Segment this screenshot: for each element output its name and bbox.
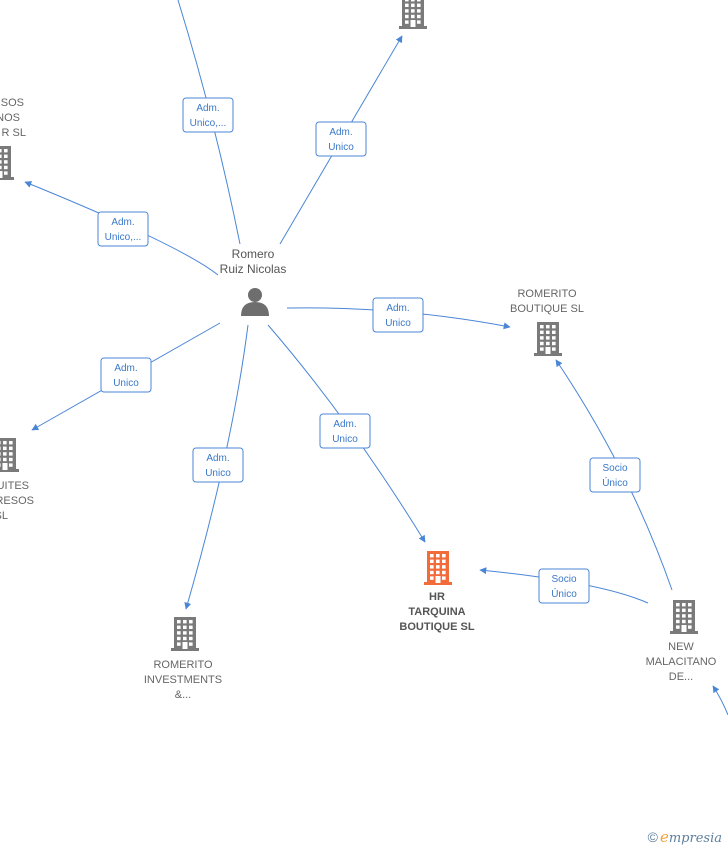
node-romerito-investments[interactable]: ROMERITO INVESTMENTS &...: [144, 617, 222, 701]
edge-label-text-line: Único: [551, 587, 577, 600]
building-icon[interactable]: [399, 0, 427, 29]
node-label-romerito-investments-line: INVESTMENTS: [144, 674, 222, 686]
edge-label-text-line: Adm.: [114, 363, 137, 374]
edge-label-text: Adm. Unico: [328, 127, 354, 153]
node-label-left-mid: UITES RESOS SL: [0, 480, 34, 522]
edge-label-text-line: Unico: [205, 468, 231, 479]
building-icon[interactable]: [670, 600, 698, 634]
node-label-romerito-boutique-line: BOUTIQUE SL: [510, 303, 584, 315]
edge-label-box: [97, 211, 149, 247]
building-icon[interactable]: [0, 438, 19, 472]
node-label-romerito-investments: ROMERITO INVESTMENTS &...: [144, 659, 222, 701]
edge-to-left-top: [24, 181, 219, 276]
node-label-romerito-investments-line: ROMERITO: [153, 659, 213, 671]
edge-label-to-left-top[interactable]: Adm. Unico,...: [97, 211, 149, 247]
edge-label-to-top-center[interactable]: Adm. Unico: [315, 121, 367, 157]
node-left-top[interactable]: RSOS NOS R SL: [0, 97, 26, 180]
node-left-mid[interactable]: UITES RESOS SL: [0, 438, 34, 522]
edge-label-text-line: Adm.: [333, 419, 356, 430]
edge-label-text-line: Unico,...: [190, 118, 227, 129]
brand-name: mpresia: [668, 831, 722, 846]
node-label-hr-tarquina: HR TARQUINA BOUTIQUE SL: [399, 591, 474, 633]
person-icon[interactable]: [241, 288, 269, 316]
node-romerito-boutique[interactable]: ROMERITO BOUTIQUE SL: [510, 288, 584, 356]
empresia-watermark[interactable]: ©empresia: [648, 828, 722, 846]
node-label-romerito-investments-line: &...: [175, 689, 192, 701]
edge-label-text: Adm. Unico: [332, 419, 358, 445]
edge-label-box: [315, 121, 367, 157]
node-label-romerito-boutique: ROMERITO BOUTIQUE SL: [510, 288, 584, 315]
node-label-new-malacitano: NEW MALACITANO DE...: [646, 641, 717, 683]
node-label-left-mid-line: UITES: [0, 480, 29, 492]
edge-label-box: [182, 97, 234, 133]
node-label-left-top: RSOS NOS R SL: [0, 97, 26, 139]
node-label-hr-tarquina-line: HR: [429, 591, 445, 603]
edge-label-text: Adm. Unico,...: [190, 103, 227, 129]
node-label-left-top-line: RSOS: [0, 97, 24, 109]
edge-label-box: [538, 568, 590, 604]
node-top-center[interactable]: [399, 0, 427, 29]
node-new-malacitano[interactable]: NEW MALACITANO DE...: [646, 600, 717, 683]
edge-label-to-romerito-investments[interactable]: Adm. Unico: [192, 447, 244, 483]
edge-label-text: Adm. Unico,...: [105, 217, 142, 243]
node-label-left-mid-line: RESOS: [0, 495, 34, 507]
node-label-hr-tarquina-line: BOUTIQUE SL: [399, 621, 474, 633]
edge-label-text-line: Socio: [551, 574, 576, 585]
edge-label-text-line: Único: [602, 476, 628, 489]
node-label-new-malacitano-line: NEW: [668, 641, 694, 653]
node-label-new-malacitano-line: DE...: [669, 671, 693, 683]
node-label-left-top-line: NOS: [0, 112, 20, 124]
edge-label-text-line: Unico: [385, 318, 411, 329]
edge-label-text-line: Adm.: [386, 303, 409, 314]
edge-label-text-line: Unico: [328, 142, 354, 153]
brand-initial: e: [659, 828, 669, 846]
edge-label-to-left-mid[interactable]: Adm. Unico: [100, 357, 152, 393]
edge-label-text-line: Unico: [332, 434, 358, 445]
building-icon[interactable]: [424, 551, 452, 585]
building-icon[interactable]: [171, 617, 199, 651]
copyright-symbol: ©: [647, 829, 658, 845]
edge-label-text: Adm. Unico: [385, 303, 411, 329]
edge-label-text-line: Unico: [113, 378, 139, 389]
person-name-line: Romero: [232, 247, 275, 261]
edge-label-text: Adm. Unico: [205, 453, 231, 479]
edge-label-box: [319, 413, 371, 449]
node-label-left-mid-line: SL: [0, 510, 8, 522]
edge-label-box: [100, 357, 152, 393]
node-label-hr-tarquina-line: TARQUINA: [408, 606, 465, 618]
building-icon[interactable]: [0, 146, 14, 180]
nodes-layer: RSOS NOS R SL ROMERITO BOUTIQUE SL UITES RESOS…: [0, 0, 717, 701]
edge-label-to-romerito-boutique[interactable]: Adm. Unico: [372, 297, 424, 333]
node-hr-tarquina[interactable]: HR TARQUINA BOUTIQUE SL: [399, 551, 475, 633]
edge-label-text-line: Adm.: [206, 453, 229, 464]
node-label-new-malacitano-line: MALACITANO: [646, 656, 717, 668]
edge-label-text: Adm. Unico: [113, 363, 139, 389]
node-label-left-top-line: R SL: [2, 127, 26, 139]
node-label-romerito-boutique-line: ROMERITO: [517, 288, 577, 300]
edge-label-to-hr-tarquina[interactable]: Adm. Unico: [319, 413, 371, 449]
edge-label-text-line: Socio: [602, 463, 627, 474]
edge-label-box: [372, 297, 424, 333]
edge-label-box: [192, 447, 244, 483]
building-icon[interactable]: [534, 322, 562, 356]
edge-label-box: [589, 457, 641, 493]
edge-label-text-line: Adm.: [196, 103, 219, 114]
edge-label-text-line: Adm.: [329, 127, 352, 138]
person-name-line: Ruiz Nicolas: [220, 262, 287, 276]
edge-label-text-line: Adm.: [111, 217, 134, 228]
edge-label-to-top-left-offscreen[interactable]: Adm. Unico,...: [182, 97, 234, 133]
edge-offscreen-to-malacitano: [712, 685, 728, 716]
edge-labels-layer: Adm.Unico,...Adm.UnicoAdm.Unico,...Adm.U…: [97, 97, 641, 604]
edge-label-text-line: Unico,...: [105, 232, 142, 243]
